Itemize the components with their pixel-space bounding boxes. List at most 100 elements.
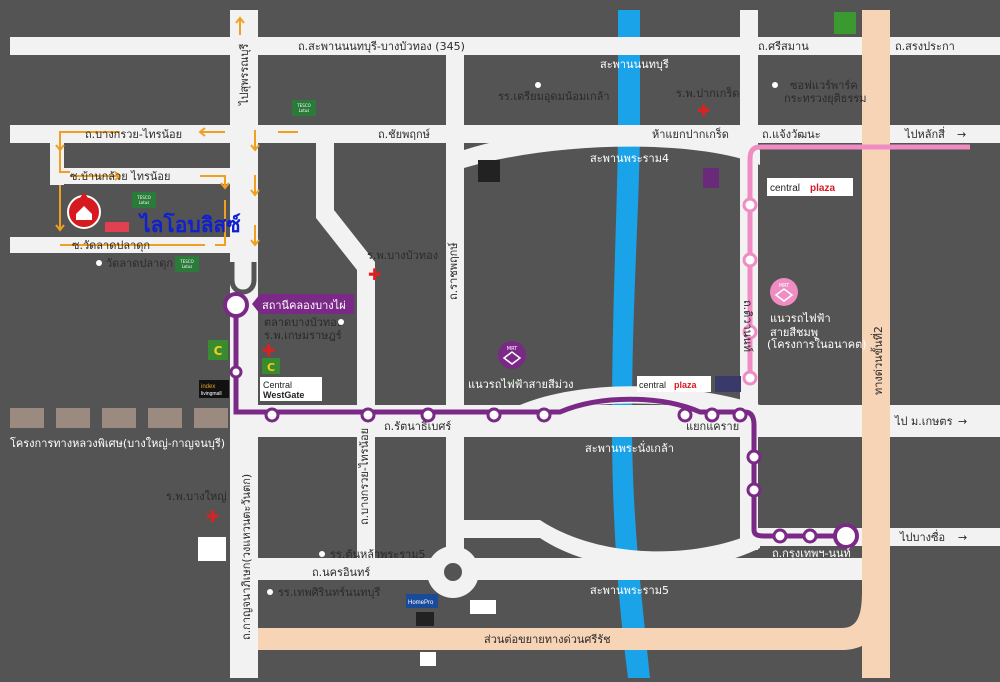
right-arrow-icon: → — [957, 128, 966, 141]
rama5-bridge-label: สะพานพระราม5 — [590, 584, 669, 597]
pink-line-label-3: (โครงการในอนาคต) — [767, 337, 867, 351]
pink-line-stations — [742, 197, 758, 386]
project-name: ไลโอบลิสซ์ — [138, 212, 241, 237]
school-dot-icon — [96, 260, 102, 266]
expressway — [258, 10, 890, 678]
to-kaset-label: ไป ม.เกษตร — [894, 415, 953, 428]
tesco-logo: TESCO Lotus — [175, 256, 199, 272]
svg-text:C: C — [214, 344, 223, 358]
ton-kla-school-label: รร.ต้นหล้าพระราม5 — [330, 548, 426, 561]
bang-bua-thong-market-label: ตลาดบางบัวทอง — [264, 316, 342, 329]
road-network — [10, 10, 1000, 678]
kanchanapisek-label: ถ.กาญจนาภิเษก(วงแหวนตะวันตก) — [240, 474, 253, 640]
krung-thep-nonthaburi-label: ถ.กรุงเทพฯ-นนท์ — [772, 547, 851, 560]
svg-text:MRT: MRT — [779, 283, 790, 289]
plus-mall-logo — [198, 537, 226, 561]
triam-udom-label: รร.เตรียมอุดมน้อมเกล้า — [498, 90, 610, 103]
school-dot-icon — [338, 319, 344, 325]
hospital-cross-icon: ✚ — [697, 101, 710, 120]
central-plaza-logo: central plaza — [767, 178, 853, 196]
big-c-logo: C — [262, 358, 280, 374]
house-pin-icon — [67, 192, 101, 229]
central-westgate-logo: Central WestGate — [260, 377, 322, 401]
motorway-project-dashes — [10, 408, 228, 428]
project-badge — [105, 222, 129, 232]
cinema-logo — [478, 160, 500, 182]
wat-lat-pla-duk-label: วัดลาดปลาดุก — [106, 257, 173, 270]
klong-bang-phai-station — [223, 292, 249, 318]
svg-text:Central: Central — [263, 380, 292, 390]
song-prakan-label: ถ.สรงประกา — [895, 40, 955, 53]
pink-line — [747, 144, 970, 385]
station-label-box — [252, 294, 354, 314]
khae-rai-label: แยกแคราย — [686, 420, 739, 433]
svg-text:Lotus: Lotus — [299, 108, 310, 113]
school-dot-icon — [319, 551, 325, 557]
svg-text:HomePro: HomePro — [408, 600, 434, 606]
to-bang-sue-label: ไปบางซื่อ — [899, 529, 945, 544]
right-arrow-icon: → — [958, 415, 967, 428]
right-arrow-icon: → — [958, 531, 967, 544]
school-dot-icon — [772, 82, 778, 88]
mrt-logo-icon: MRT — [498, 341, 526, 369]
purple-line — [233, 305, 845, 539]
soi-wat-lat-pla-duk-label: ซ.วัดลาดปลาดุก — [72, 239, 150, 252]
mall-logo — [715, 376, 741, 392]
sri-saman-label: ถ.ศรีสมาน — [758, 40, 809, 53]
terminal-station — [833, 523, 859, 549]
to-lak-si-label: ไปหลักสี่ — [904, 126, 945, 141]
svg-text:TESCO: TESCO — [179, 259, 193, 264]
hospital-cross-icon: ✚ — [368, 265, 381, 284]
tesco-logo: TESCO Lotus — [292, 100, 316, 116]
bang-yai-hospital-label: ร.พ.บางใหญ่ — [166, 490, 227, 503]
svg-text:WestGate: WestGate — [263, 390, 304, 400]
svg-text:plaza: plaza — [674, 380, 698, 390]
to-suphanburi-label: ไปสุพรรณบุรี — [238, 44, 251, 106]
expressway-label: ทางด่วนขั้นที่2 — [870, 326, 885, 395]
central-plaza-logo: central plaza — [637, 376, 711, 392]
bang-bua-thong-hospital-label: ร.พ.บางบัวทอง — [367, 249, 438, 262]
hospital-cross-icon: ✚ — [206, 507, 219, 526]
tesco-logo: TESCO Lotus — [132, 192, 156, 208]
bang-kruai-label: ถ.บางกรวย-ไทรน้อย — [85, 128, 182, 141]
rajapruek-label: ถ.ราชพฤกษ์ — [447, 242, 460, 300]
road-345-label: ถ.สะพานนนทบุรี-บางบัวทอง (345) — [298, 40, 465, 53]
hospital-cross-icon: ✚ — [262, 341, 275, 360]
svg-text:TESCO: TESCO — [136, 195, 150, 200]
svg-text:plaza: plaza — [810, 183, 835, 194]
svg-text:C: C — [267, 361, 275, 374]
roundabout-center — [444, 563, 462, 581]
pink-line-label-1: แนวรถไฟฟ้า — [770, 312, 831, 325]
rattanathibet-label: ถ.รัตนาธิเบศร์ — [384, 420, 451, 433]
svg-text:Lotus: Lotus — [182, 264, 193, 269]
svg-text:central: central — [770, 183, 800, 194]
purple-line-stations — [229, 365, 818, 544]
hotel-logo — [703, 168, 719, 188]
motorway-project-label: โครงการทางหลวงพิเศษ(บางใหญ่-กาญจนบุรี) — [10, 436, 225, 450]
purple-line-label: แนวรถไฟฟ้าสายสีม่วง — [468, 378, 574, 391]
school-dot-icon — [267, 589, 273, 595]
pak-kret-hospital-label: ร.พ.ปากเกร็ด — [676, 86, 739, 100]
shop-logo — [420, 652, 436, 666]
cinema-logo — [416, 612, 434, 626]
chaiyaphruek-label: ถ.ชัยพฤกษ์ — [378, 128, 430, 141]
index-living-mall-logo: index livingmall — [199, 380, 229, 398]
robinson-logo — [834, 12, 856, 34]
bang-kruai-vertical-label: ถ.บางกรวย-ไทรน้อย — [358, 428, 371, 525]
pak-kret-junction-label: ห้าแยกปากเกร็ด — [652, 127, 729, 141]
svg-text:Lotus: Lotus — [139, 200, 150, 205]
si-rat-extension-label: ส่วนต่อขยายทางด่วนศรีรัช — [484, 633, 611, 646]
phra-nang-klao-label: สะพานพระนั่งเกล้า — [585, 440, 674, 455]
u-turn-marker — [229, 262, 257, 295]
svg-text:central: central — [639, 380, 666, 390]
route-arrows — [55, 16, 298, 247]
station-label: สถานีคลองบางไผ่ — [262, 299, 346, 312]
mrt-logo-icon: MRT — [770, 278, 798, 306]
svg-text:livingmall: livingmall — [201, 391, 222, 397]
svg-text:index: index — [201, 384, 215, 390]
homepro-logo: HomePro — [406, 594, 438, 608]
nonthaburi-bridge-label: สะพานนนทบุรี — [600, 58, 669, 71]
nakhon-in-label: ถ.นครอินทร์ — [312, 566, 370, 579]
